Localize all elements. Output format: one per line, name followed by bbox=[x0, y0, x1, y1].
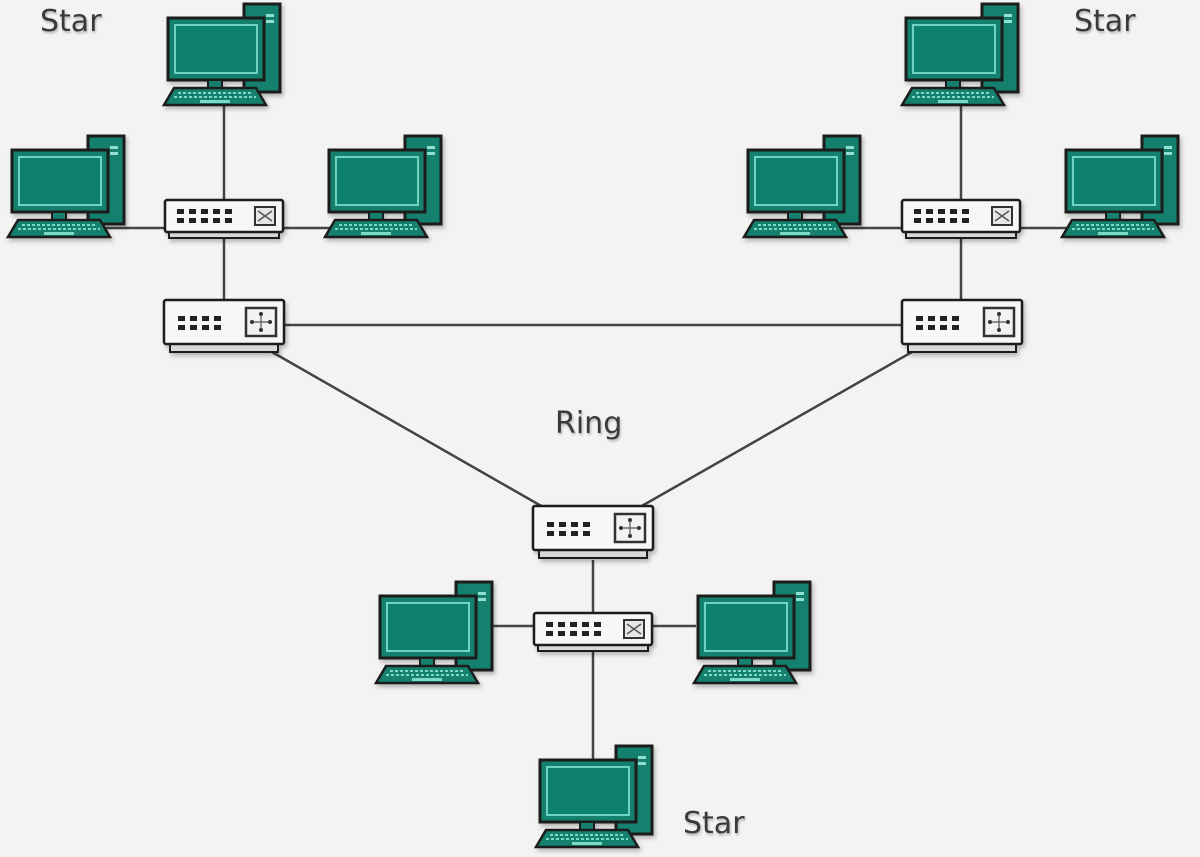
computer-icon bbox=[6, 134, 126, 239]
label-ring: Ring bbox=[555, 406, 623, 441]
switch-icon bbox=[532, 611, 654, 653]
label-star-bottom: Star bbox=[683, 806, 745, 841]
switch-icon bbox=[900, 198, 1022, 240]
computer-icon bbox=[692, 580, 812, 685]
ring-switch-icon bbox=[531, 504, 655, 560]
label-star-top-right: Star bbox=[1074, 4, 1136, 39]
ring-switch-icon bbox=[162, 298, 286, 354]
computer-icon bbox=[162, 2, 282, 107]
computer-icon bbox=[534, 744, 654, 849]
switch-icon bbox=[163, 198, 285, 240]
ring-switch-icon bbox=[900, 298, 1024, 354]
computer-icon bbox=[1060, 134, 1180, 239]
link-ring-right bbox=[639, 350, 913, 509]
computer-icon bbox=[900, 2, 1020, 107]
computer-icon bbox=[374, 580, 494, 685]
link-ring-left bbox=[271, 350, 544, 509]
links bbox=[104, 104, 1068, 760]
label-star-top-left: Star bbox=[40, 4, 102, 39]
computer-icon bbox=[323, 134, 443, 239]
computer-icon bbox=[742, 134, 862, 239]
